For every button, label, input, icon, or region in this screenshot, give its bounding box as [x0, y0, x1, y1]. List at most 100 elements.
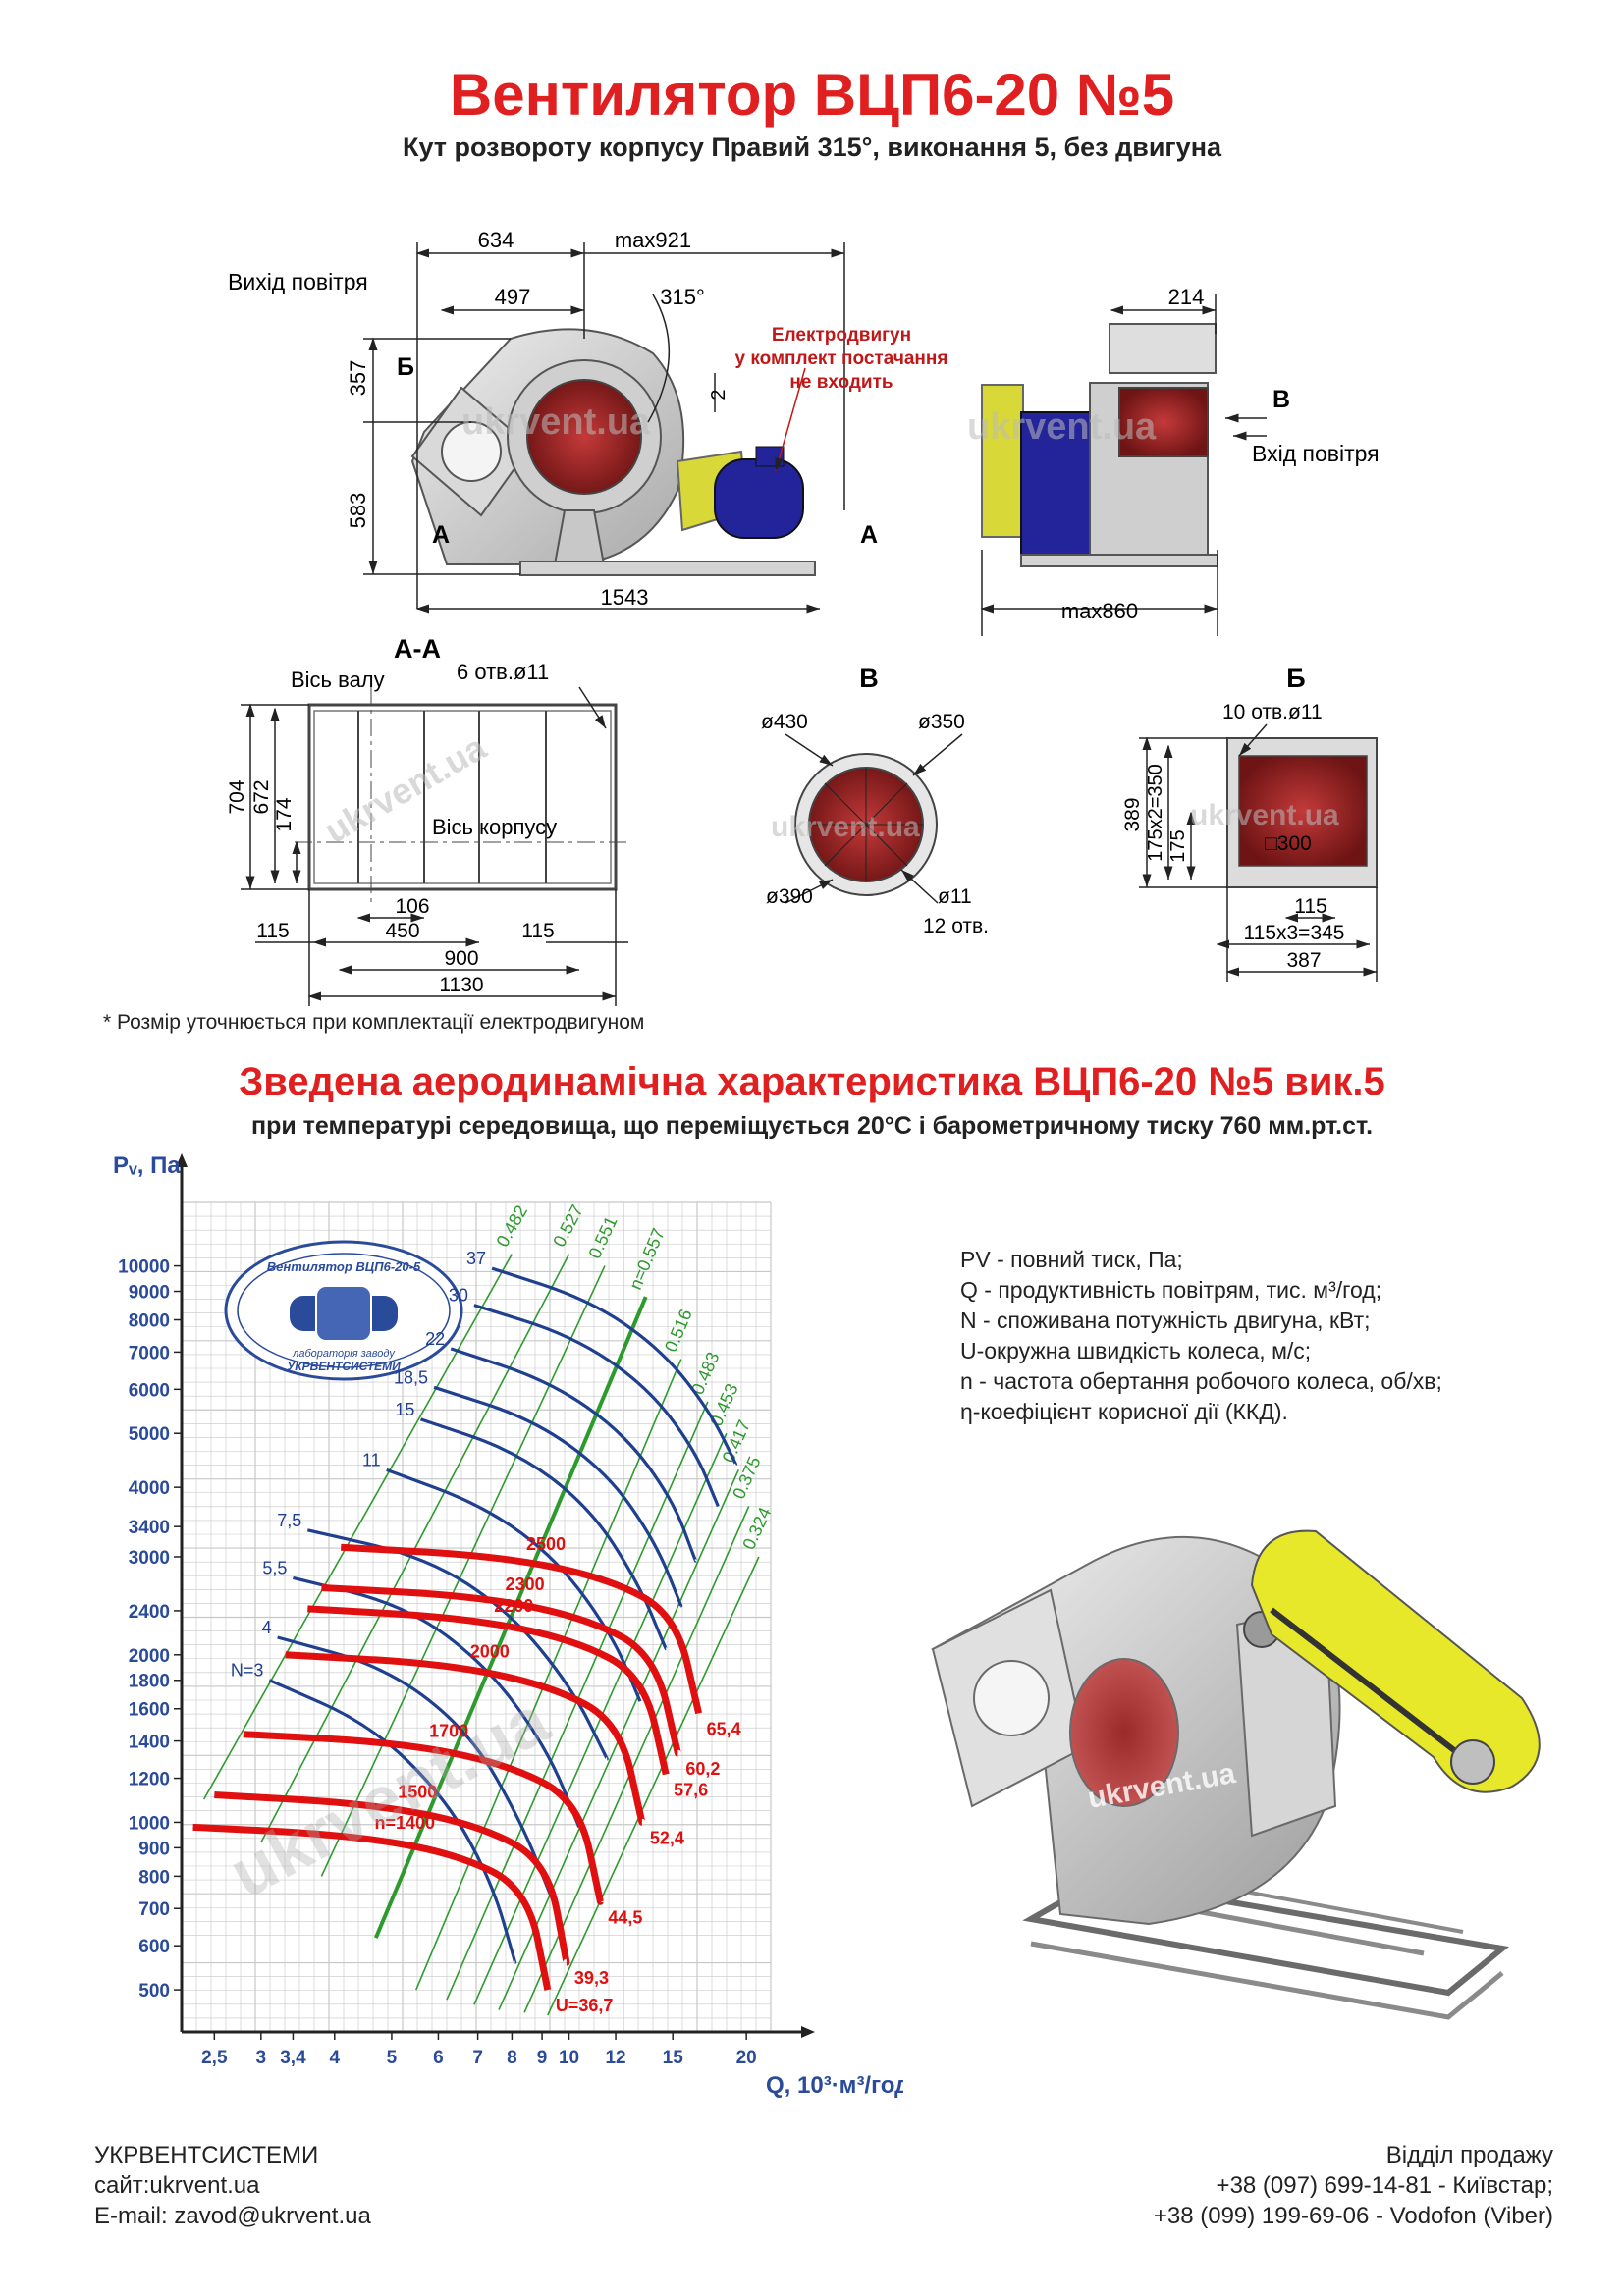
y-tick-label: 800 — [138, 1867, 170, 1888]
speed-curve — [243, 1731, 604, 1905]
speed-curve-end-label: 44,5 — [608, 1907, 642, 1927]
motor-note-line1: Електродвигун — [772, 325, 911, 346]
power-curve-label: N=3 — [231, 1661, 264, 1681]
speed-curve-end-label: 52,4 — [650, 1828, 684, 1847]
dim-174: 174 — [273, 797, 296, 831]
body-axis-label: Вісь корпусу — [432, 815, 557, 839]
dim-115-right: 115 — [521, 920, 554, 942]
y-tick-label: 9000 — [129, 1283, 170, 1304]
efficiency-line — [320, 1265, 606, 1877]
dim-175: 175 — [1167, 829, 1189, 862]
dim-900: 900 — [444, 947, 478, 970]
legend-eta: η-коефіцієнт корисної дії (ККД). — [960, 1399, 1288, 1424]
section-b-mark: Б — [397, 353, 414, 381]
stamp-text-lab: лабораторія заводу — [292, 1348, 396, 1360]
dim-sq300: □300 — [1265, 832, 1312, 855]
side-view: 634 max921 497 315° 357 583 1543 2 Вихід… — [228, 228, 948, 614]
motor-note-line2: у комплект постачання — [735, 348, 948, 369]
view-aa: А-А Вісь валу 6 отв.ø11 Вісь корпусу — [226, 634, 628, 1006]
power-curve-label: 5,5 — [262, 1558, 287, 1577]
y-tick-label: 4000 — [129, 1478, 170, 1499]
view-v-title: В — [859, 664, 879, 693]
view-v: В ø430 ø350 ø390 ø11 12 отв. ukrvent.ua — [761, 664, 989, 937]
power-curve — [473, 1304, 720, 1507]
power-curve-label: 22 — [425, 1329, 445, 1349]
y-axis-arrow — [176, 1153, 188, 1167]
chart-legend: PV - повний тиск, Па; Q - продуктивність… — [960, 1245, 1442, 1427]
dim-d350: ø350 — [918, 711, 965, 733]
y-tick-label: 10000 — [118, 1257, 170, 1278]
power-curve — [419, 1417, 668, 1651]
speed-curve-label: n=1400 — [374, 1813, 435, 1833]
holes-label-aa: 6 отв.ø11 — [457, 660, 549, 684]
y-tick-label: 8000 — [129, 1311, 170, 1332]
footnote: * Розмір уточнюється при комплектації ел… — [103, 1011, 645, 1034]
speed-curve-end-label: 39,3 — [574, 1968, 609, 1988]
dim-d11: ø11 — [938, 885, 972, 908]
y-tick-label: 6000 — [129, 1380, 170, 1401]
company-email[interactable]: E-mail: zavod@ukrvent.ua — [94, 2203, 371, 2229]
y-tick-label: 3000 — [129, 1548, 170, 1569]
section-a-mark-left: А — [432, 521, 450, 549]
watermark-side: ukrvent.ua — [461, 401, 651, 443]
power-curve-label: 37 — [466, 1249, 486, 1268]
speed-curve-end-label: U=36,7 — [556, 1996, 614, 2015]
motor-note-line3: не входить — [789, 372, 893, 393]
power-curve-label: 4 — [262, 1618, 272, 1637]
aerodynamic-chart: Вентилятор ВЦП6-20-5 лабораторія заводу … — [113, 1152, 903, 2099]
holes-label-b: 10 отв.ø11 — [1222, 701, 1323, 723]
dim-12-holes: 12 отв. — [923, 915, 989, 937]
y-tick-label: 1800 — [129, 1672, 170, 1692]
dim-357: 357 — [346, 360, 370, 397]
dim-106: 106 — [395, 895, 429, 918]
y-tick-label: 700 — [138, 1899, 170, 1920]
dim-d430: ø430 — [761, 711, 808, 733]
chart-section-title: Зведена аеродинамічна характеристика ВЦП… — [239, 1060, 1385, 1103]
y-tick-label: 2400 — [129, 1602, 170, 1623]
watermark-b: ukrvent.ua — [1190, 799, 1339, 831]
y-tick-label: 1200 — [129, 1770, 170, 1790]
speed-curve — [285, 1651, 646, 1826]
chart-section-subtitle: при температурі середовища, що переміщує… — [250, 1112, 1374, 1140]
dim-634: 634 — [478, 228, 514, 252]
technical-drawings: 634 max921 497 315° 357 583 1543 2 Вихід… — [226, 228, 1380, 1006]
efficiency-line — [415, 1359, 682, 1991]
speed-curve — [341, 1543, 702, 1716]
inlet-label: Вхід повітря — [1252, 441, 1380, 466]
stamp-text-top: Вентилятор ВЦП6-20-5 — [267, 1259, 421, 1274]
dim-max860: max860 — [1061, 599, 1138, 623]
shaft-axis-label: Вісь валу — [291, 667, 385, 692]
watermark-front: ukrvent.ua — [967, 406, 1157, 448]
x-tick-label: 2,5 — [201, 2048, 228, 2068]
legend-n: N - споживана потужність двигуна, кВт; — [960, 1308, 1371, 1333]
company-site[interactable]: сайт:ukrvent.ua — [94, 2172, 260, 2199]
x-tick-label: 20 — [736, 2048, 757, 2068]
legend-pv: PV - повний тиск, Па; — [960, 1247, 1183, 1272]
speed-curve-label: 2500 — [526, 1534, 566, 1554]
stamp-text-company: УКРВЕНТСИСТЕМИ — [287, 1360, 401, 1373]
x-tick-label: 7 — [472, 2048, 483, 2068]
sales-phone-1[interactable]: +38 (097) 699-14-81 - Київстар; — [1216, 2172, 1553, 2199]
dim-450: 450 — [385, 920, 419, 942]
sales-phone-2[interactable]: +38 (099) 199-69-06 - Vodofon (Viber) — [1153, 2203, 1553, 2229]
sales-title: Відділ продажу — [1385, 2142, 1553, 2168]
speed-curve-label: 2000 — [470, 1642, 510, 1662]
dim-1543: 1543 — [601, 585, 649, 610]
speed-curve — [214, 1791, 570, 1966]
legend-u: U-окружна швидкість колеса, м/с; — [960, 1338, 1312, 1363]
dim-115-left: 115 — [256, 920, 289, 942]
dim-387: 387 — [1286, 949, 1321, 972]
dim-1130: 1130 — [439, 974, 483, 996]
section-v-mark: В — [1272, 386, 1290, 413]
x-tick-label: 10 — [559, 2048, 579, 2068]
speed-curve — [307, 1605, 670, 1776]
speed-curve-label: 1700 — [429, 1721, 468, 1740]
x-axis-label: Q, 10³·м³/год — [766, 2072, 903, 2099]
y-tick-label: 1000 — [129, 1813, 170, 1834]
x-tick-label: 5 — [387, 2048, 398, 2068]
view-b: Б 10 отв.ø11 389 175x2=350 175 □300 115 … — [1121, 664, 1378, 982]
power-curve — [491, 1266, 738, 1467]
power-curve-label: 7,5 — [277, 1511, 301, 1530]
lab-stamp: Вентилятор ВЦП6-20-5 лабораторія заводу … — [224, 1240, 463, 1381]
power-curve-label: 30 — [449, 1286, 468, 1306]
